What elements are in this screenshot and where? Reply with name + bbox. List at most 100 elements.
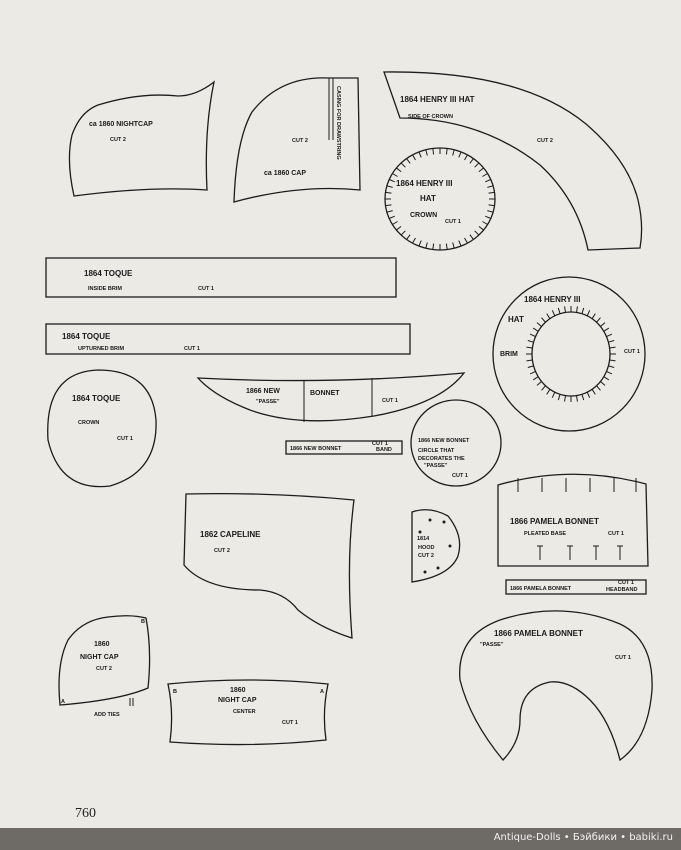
nightcap-small-piece: B A 1860 NIGHT CAP CUT 2 ADD TIES	[58, 615, 151, 718]
tick-mark	[609, 346, 616, 349]
tick-mark	[596, 317, 601, 323]
capeline-cut: CUT 2	[214, 548, 230, 554]
tick-mark	[488, 191, 495, 194]
toque-crown-sub: CROWN	[78, 420, 99, 426]
pamela-base-piece: 1866 PAMELA BONNET PLEATED BASE CUT 1	[497, 473, 649, 567]
tick-mark	[469, 234, 474, 240]
tick-mark	[432, 243, 435, 250]
henry-side-cut: CUT 2	[537, 138, 553, 144]
new-bonnet-circle-l2: DECORATES THE	[418, 456, 465, 462]
toque-upturned-title: 1864 TOQUE	[62, 332, 111, 341]
toque-upturned-sub: UPTURNED BRIM	[78, 346, 125, 352]
tick-mark	[418, 151, 422, 158]
new-bonnet-passe: "PASSE"	[256, 399, 280, 405]
tick-mark	[396, 225, 402, 231]
toque-upturned-cut: CUT 1	[184, 346, 200, 352]
tick-mark	[412, 154, 416, 161]
new-bonnet-band-piece: 1866 NEW BONNET CUT 1 BAND	[285, 440, 403, 455]
toque-inside-title: 1864 TOQUE	[84, 269, 133, 278]
toque-upturned-brim-piece: 1864 TOQUE UPTURNED BRIM CUT 1	[45, 323, 411, 355]
tick-mark	[546, 389, 551, 395]
hood-cut: CUT 2	[418, 553, 434, 559]
hood-sub: HOOD	[418, 545, 435, 551]
tick-mark	[532, 376, 539, 381]
henry-brim-ticks	[526, 306, 616, 402]
tick-mark	[474, 230, 480, 236]
hood-dot	[423, 570, 427, 574]
tick-mark	[564, 306, 566, 313]
tick-mark	[606, 370, 613, 375]
pamela-headband-cut: CUT 1	[618, 580, 634, 586]
tick-mark	[609, 359, 616, 362]
tick-mark	[557, 394, 561, 401]
hood-dot	[448, 544, 452, 548]
tick-mark	[600, 322, 606, 327]
tick-mark	[445, 148, 448, 155]
tick-mark	[392, 173, 398, 177]
henry-crown-cut: CUT 1	[445, 219, 461, 225]
hood-dot	[418, 530, 422, 534]
pamela-passe-sub: "PASSE"	[480, 642, 504, 648]
tick-mark	[385, 191, 392, 194]
tick-mark	[485, 215, 492, 219]
pamela-passe-piece: 1866 PAMELA BONNET "PASSE" CUT 1	[459, 610, 653, 762]
pamela-base-title: 1866 PAMELA BONNET	[510, 517, 599, 526]
new-bonnet-circle-title: 1866 NEW BONNET	[418, 438, 470, 444]
tick-mark	[608, 339, 615, 343]
tick-mark	[458, 151, 462, 158]
nightcap-1860-cut: CUT 2	[110, 137, 126, 143]
henry-brim-hat: HAT	[508, 315, 524, 324]
tick-mark	[608, 365, 615, 369]
tick-mark	[526, 346, 533, 349]
tick-mark	[551, 310, 556, 317]
henry-side-title: 1864 HENRY III HAT	[400, 95, 475, 104]
tick-mark	[385, 204, 392, 207]
pamela-base-sub: PLEATED BASE	[524, 531, 566, 537]
cap-1860-title: ca 1860 CAP	[264, 170, 306, 177]
cap-1860-casing: CASING FOR DRAWSTRING	[335, 86, 341, 160]
nightcap-small-ties: ADD TIES	[94, 712, 120, 718]
hood-piece: 1814 HOOD CUT 2	[411, 509, 461, 583]
capeline-piece: 1862 CAPELINE CUT 2	[183, 492, 355, 639]
toque-crown-piece: 1864 TOQUE CROWN CUT 1	[47, 369, 157, 488]
tick-mark	[474, 162, 480, 168]
hood-dot	[436, 566, 440, 570]
tick-mark	[406, 158, 411, 164]
tick-mark	[432, 148, 435, 155]
henry-crown-ticks	[385, 148, 495, 250]
new-bonnet-passe-piece: 1866 NEW "PASSE" BONNET CUT 1	[196, 372, 466, 422]
tick-mark	[603, 376, 610, 381]
tick-mark	[581, 307, 585, 314]
tick-mark	[458, 240, 462, 247]
tick-mark	[536, 322, 542, 327]
tick-mark	[412, 237, 416, 244]
hood-title: 1814	[417, 536, 430, 542]
tick-mark	[425, 242, 428, 249]
new-bonnet-band-cut: CUT 1	[372, 441, 388, 447]
new-bonnet-circle-cut: CUT 1	[452, 473, 468, 479]
nightcap-center-mark-b: B	[173, 689, 177, 695]
tick-mark	[529, 333, 536, 338]
pamela-passe-title: 1866 PAMELA BONNET	[494, 629, 583, 638]
nightcap-small-mark-b: B	[141, 619, 145, 625]
tick-mark	[488, 204, 495, 207]
page-number: 760	[75, 806, 96, 821]
new-bonnet-right: BONNET	[310, 390, 340, 397]
tick-mark	[586, 310, 591, 317]
tick-mark	[418, 240, 422, 247]
tick-mark	[529, 370, 536, 375]
tick-mark	[406, 234, 411, 240]
cap-1860-piece: CASING FOR DRAWSTRING CUT 2 ca 1860 CAP	[233, 77, 361, 203]
pamela-passe-cut: CUT 1	[615, 655, 631, 661]
tick-mark	[581, 394, 585, 401]
pamela-base-cut: CUT 1	[608, 531, 624, 537]
henry-crown-line1: 1864 HENRY III	[396, 179, 452, 188]
tick-mark	[386, 210, 393, 213]
nightcap-center-cut: CUT 1	[282, 720, 298, 726]
pamela-pleat-marks	[517, 478, 637, 560]
nightcap-center-line1: 1860	[230, 687, 246, 694]
new-bonnet-circle-piece: 1866 NEW BONNET CIRCLE THAT DECORATES TH…	[410, 399, 502, 487]
henry-crown-line2: HAT	[420, 194, 436, 203]
